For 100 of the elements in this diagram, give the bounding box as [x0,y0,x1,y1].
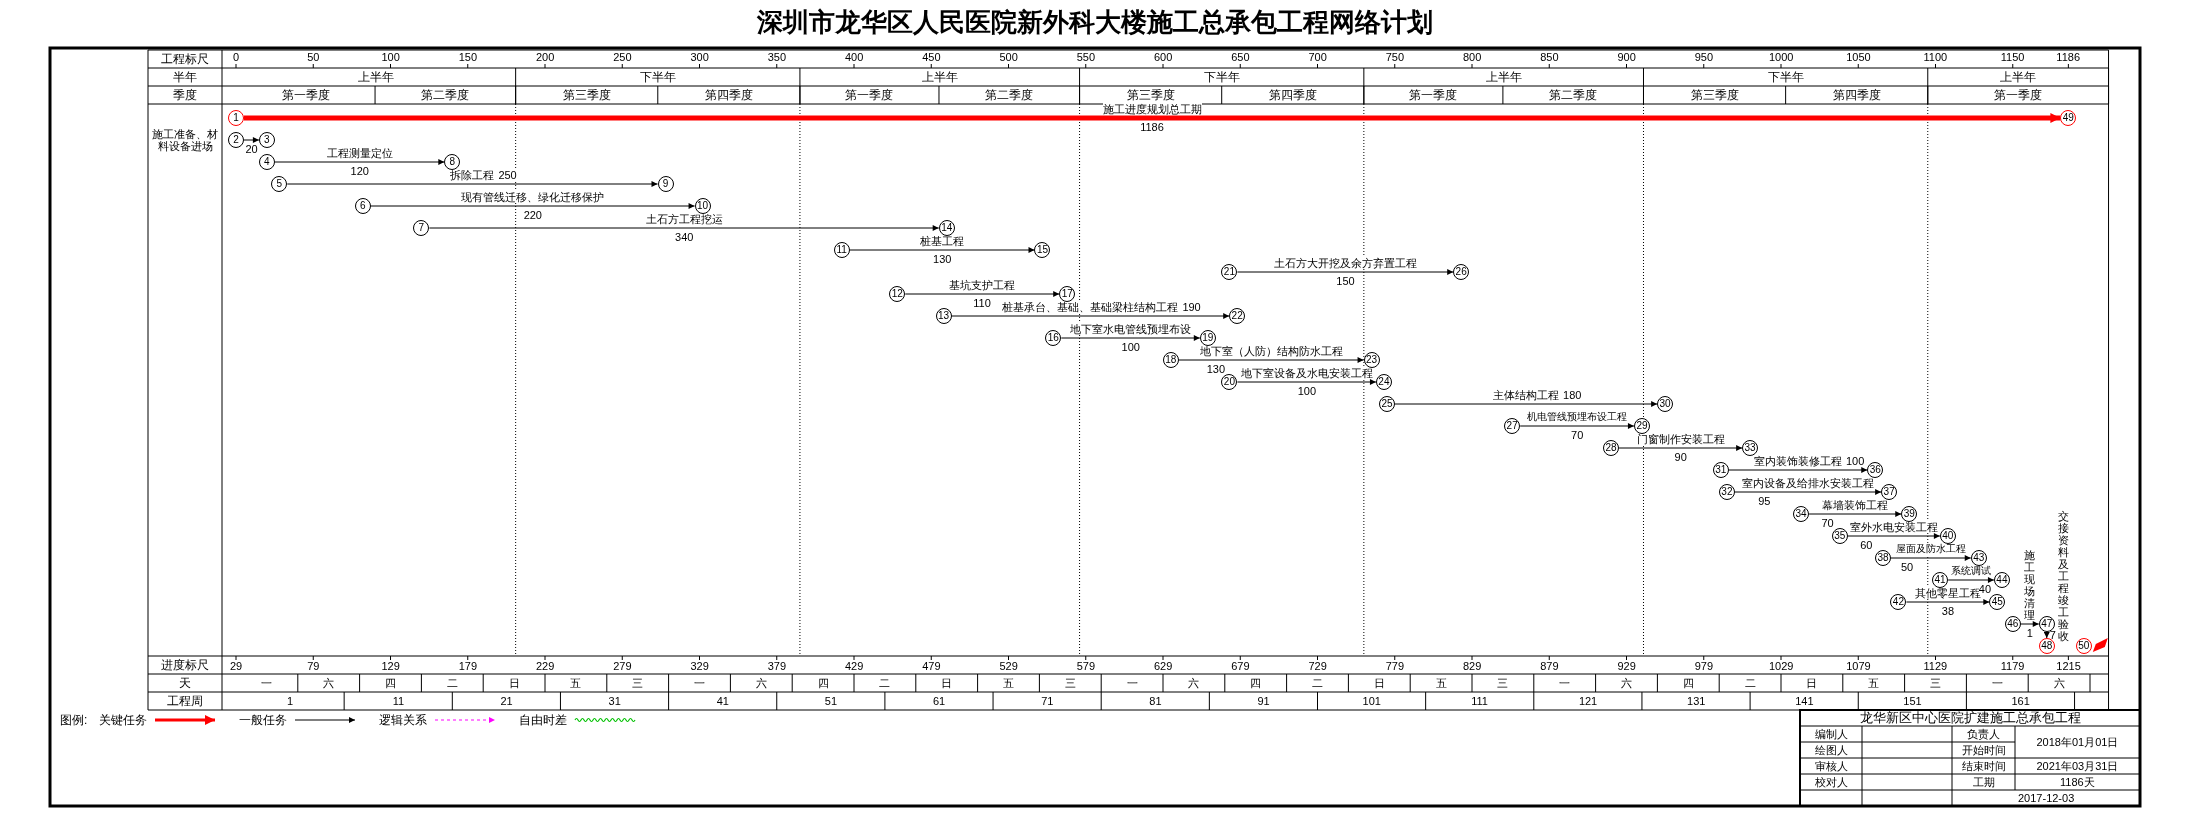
title-block-text: 负责人 [1967,727,2000,741]
activity-label: 桩基承台、基础、基础梁柱结构工程 [1002,301,1179,313]
progress-tick-label: 979 [1694,660,1714,672]
arrow [1905,599,1990,605]
title-block-text: 工期 [1972,775,1995,789]
duration-label: 130 [1206,363,1226,375]
event-circle: 2 [228,132,244,148]
duration-label: 20 [245,143,258,155]
weekday-label: 六 [2053,677,2065,689]
scale-tick-label: 1186 [2056,51,2080,63]
activity-label: 交接资料及工程竣工验收 [2057,510,2070,642]
weekday-label: 日 [1806,677,1818,689]
arrow [286,181,658,187]
quarter-label: 第三季度 [1690,87,1739,103]
weekday-label: 三 [1497,677,1509,689]
week-number-label: 91 [1257,695,1270,707]
progress-tick-label: 1079 [1846,660,1871,672]
duration-label: 1 [2026,627,2033,639]
duration-label: 100 [1297,385,1317,397]
weekday-label: 四 [385,677,396,689]
event-circle: 26 [1453,264,1470,280]
week-number-label: 111 [1471,695,1488,707]
progress-tick-label: 379 [767,660,787,672]
row-header: 进度标尺 [161,657,209,673]
weekday-label: 四 [1682,677,1694,689]
duration-label: 100 [1121,341,1140,353]
quarter-label: 第一季度 [1994,87,2043,103]
week-number-label: 161 [2011,695,2030,707]
week-number-label: 51 [824,695,838,707]
event-circle: 46 [2004,616,2021,632]
event-circle: 50 [2075,638,2092,654]
weekday-label: 一 [1559,677,1571,689]
duration-label: 190 [1182,301,1201,313]
weekday-label: 一 [1126,677,1138,689]
week-number-label: 101 [1362,695,1381,707]
row-header: 半年 [173,69,197,85]
title-block-text: 结束时间 [1961,759,2006,773]
weekday-label: 五 [1003,677,1014,689]
progress-tick-label: 1029 [1769,660,1794,672]
duration-label: 38 [1941,605,1955,617]
activity-label: 主体结构工程 [1493,389,1560,401]
event-circle: 20 [1221,374,1238,390]
event-circle: 4 [258,154,275,170]
progress-tick-label: 779 [1385,660,1405,672]
progress-tick-label: 729 [1308,660,1327,672]
title-block-text: 2018年01月01日 [2036,735,2119,749]
arrow [849,247,1035,253]
week-number-label: 81 [1149,695,1162,707]
half-year-label: 上半年 [2000,69,2037,85]
progress-tick-label: 329 [690,660,709,672]
event-circle: 30 [1657,396,1674,412]
weekday-label: 六 [755,677,767,689]
progress-tick-label: 1129 [1923,660,1948,672]
quarter-label: 第一季度 [281,87,330,103]
duration-label: 150 [1336,275,1355,287]
weekday-label: 五 [1868,677,1880,689]
quarter-label: 第四季度 [1268,87,1317,103]
title-block-text: 开始时间 [1961,743,2006,757]
week-number-label: 71 [1041,695,1054,707]
weekday-label: 一 [261,677,273,689]
scale-tick-label: 950 [1694,51,1714,63]
event-circle: 22 [1229,308,1246,324]
event-circle: 25 [1379,396,1395,412]
progress-tick-label: 229 [536,660,555,672]
title-block-text: 绘图人 [1814,743,1848,757]
activity-label: 桩基工程 [920,235,965,247]
duration-label: 130 [933,253,952,265]
legend-label: 自由时差 [519,712,567,728]
activity-label: 室外水电安装工程 [1849,521,1938,533]
event-circle: 9 [657,176,674,192]
weekday-label: 三 [1930,677,1941,689]
arrow [1890,555,1972,561]
weekday-label: 四 [817,677,829,689]
row-header: 季度 [173,87,197,103]
arrow [1728,467,1868,473]
activity-label: 施工现场清理 [2023,549,2036,621]
week-number-label: 1 [287,695,294,707]
scale-tick-label: 50 [307,51,320,63]
scale-tick-label: 800 [1463,51,1482,63]
scale-tick-label: 600 [1154,51,1173,63]
legend-label: 逻辑关系 [379,712,427,728]
activity-label: 土石方工程挖运 [645,213,723,225]
activity-label: 土石方大开挖及余方弃置工程 [1273,257,1417,269]
scale-tick-label: 1100 [1923,51,1948,63]
arrow [1060,335,1201,341]
half-year-label: 下半年 [639,69,676,85]
progress-tick-label: 179 [458,660,478,672]
weekday-label: 二 [879,677,891,689]
progress-tick-label: 479 [922,660,941,672]
legend-label: 关键任务 [99,712,147,728]
arrow [2043,631,2050,639]
progress-tick-label: 879 [1540,660,1559,672]
event-circle: 21 [1221,264,1238,280]
activity-label: 机电管线预埋布设工程 [1527,411,1628,423]
arrow [1519,423,1635,429]
scale-tick-label: 900 [1617,51,1636,63]
activity-label: 屋面及防水工程 [1895,543,1966,555]
scale-tick-label: 250 [613,51,632,63]
event-circle: 31 [1712,462,1729,478]
scale-tick-label: 300 [690,51,709,63]
